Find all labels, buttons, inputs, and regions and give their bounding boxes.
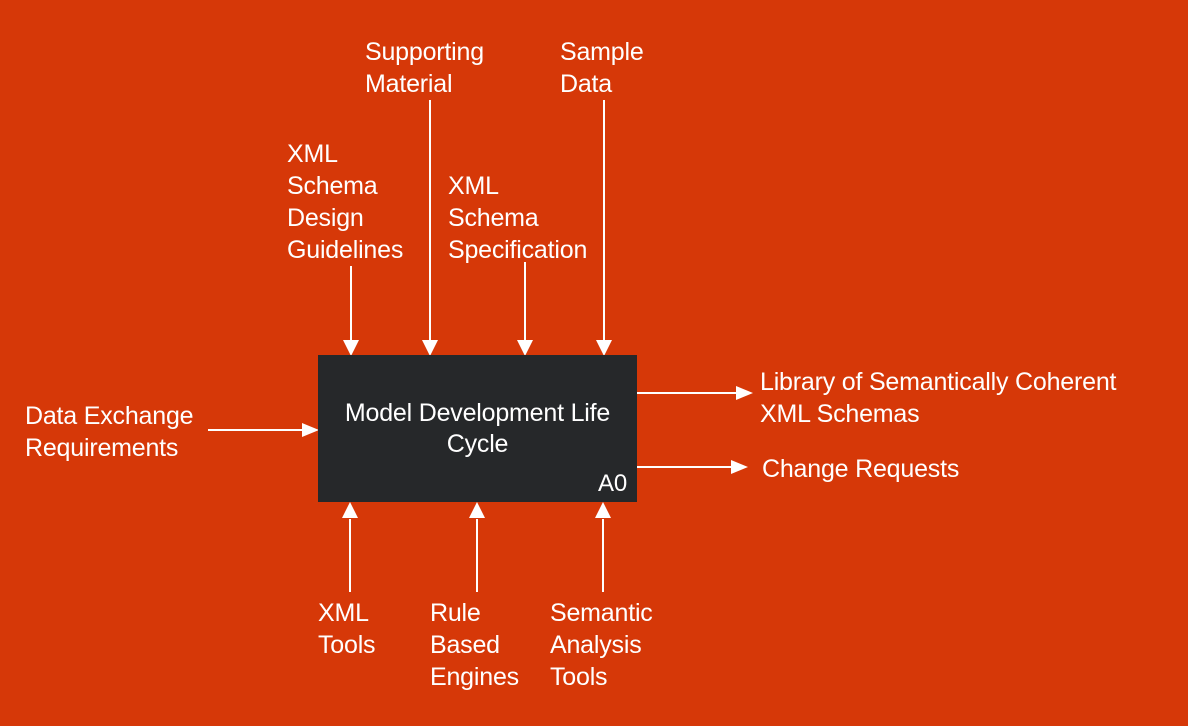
label-sample-data: Sample Data (560, 38, 644, 98)
arrow-mechanism-rule-based-engines (469, 502, 485, 592)
arrow-output-change-requests (637, 460, 748, 474)
label-rule-based-engines: Rule Based Engines (430, 599, 519, 691)
label-xml-tools: XML Tools (318, 599, 376, 659)
label-library-of-xml-schemas: Library of Semantically Coherent XML Sch… (760, 368, 1117, 428)
arrow-control-sample-data (596, 100, 612, 356)
arrow-mechanism-semantic-analysis (595, 502, 611, 592)
arrow-mechanism-xml-tools (342, 502, 358, 592)
arrow-control-design-guidelines (343, 266, 359, 356)
label-xml-schema-specification: XML Schema Specification (448, 172, 588, 264)
arrow-control-supporting-material (422, 100, 438, 356)
arrow-output-library (637, 386, 753, 400)
label-supporting-material: Supporting Material (365, 38, 484, 98)
activity-box-model-development-life-cycle: Model Development Life Cycle A0 (318, 355, 637, 502)
label-data-exchange-requirements: Data Exchange Requirements (25, 402, 194, 462)
label-xml-schema-design-guidelines: XML Schema Design Guidelines (287, 140, 404, 264)
label-change-requests: Change Requests (762, 455, 960, 483)
arrow-control-schema-specification (517, 262, 533, 356)
label-semantic-analysis-tools: Semantic Analysis Tools (550, 599, 653, 691)
activity-id-badge: A0 (598, 470, 627, 497)
activity-title: Model Development Life Cycle (344, 398, 611, 458)
arrow-input-data-exchange (208, 423, 319, 437)
